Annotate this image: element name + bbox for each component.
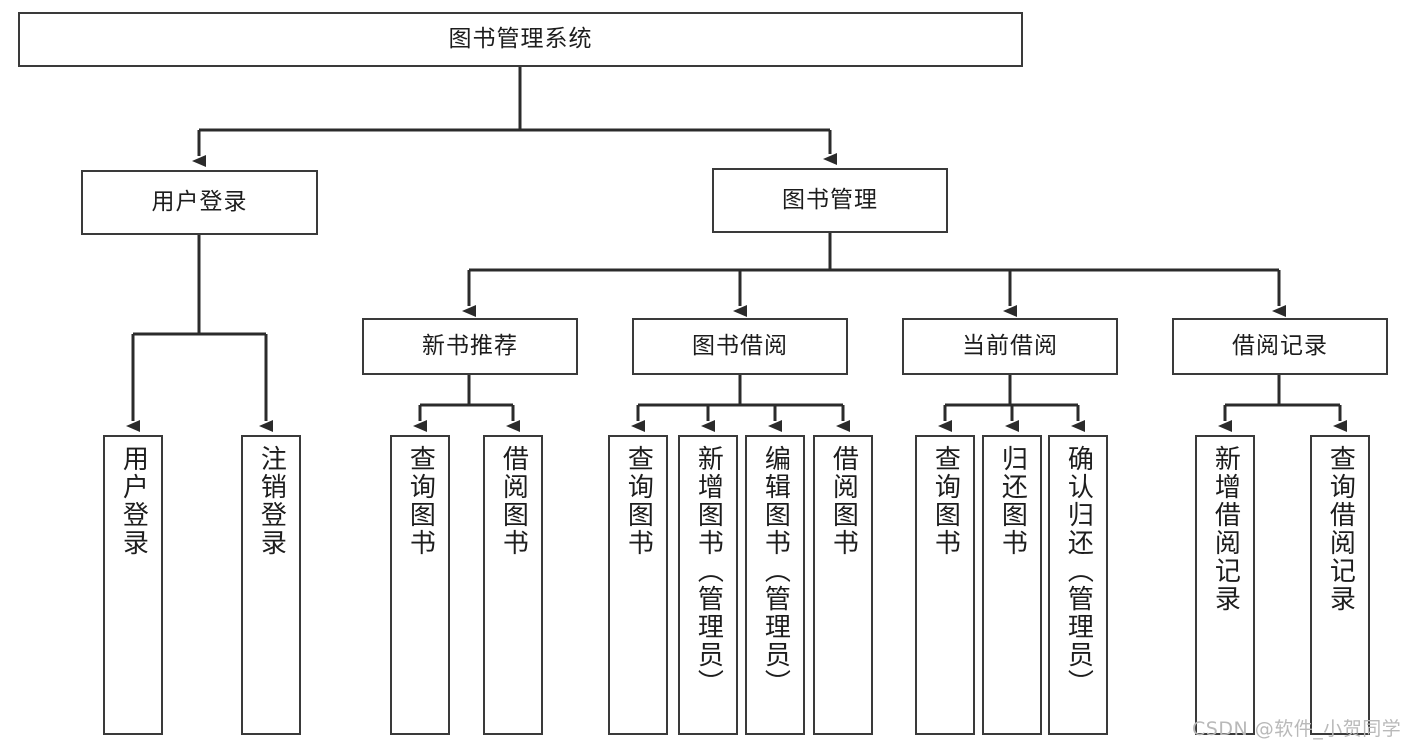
node-leaf-query-book-3-label: 查询图书 xyxy=(930,445,961,557)
node-leaf-confirm-return[interactable]: 确认归还（管理员） xyxy=(1048,435,1108,735)
node-leaf-query-book-1-label: 查询图书 xyxy=(405,445,436,557)
node-user-login-label: 用户登录 xyxy=(151,188,248,215)
node-root[interactable]: 图书管理系统 xyxy=(18,12,1023,67)
node-leaf-return-book[interactable]: 归还图书 xyxy=(982,435,1042,735)
node-root-label: 图书管理系统 xyxy=(448,25,593,52)
node-borrow-record-label: 借阅记录 xyxy=(1232,332,1328,359)
node-leaf-borrow-book-2[interactable]: 借阅图书 xyxy=(813,435,873,735)
node-leaf-confirm-return-label: 确认归还（管理员） xyxy=(1063,445,1094,697)
node-leaf-query-book-2[interactable]: 查询图书 xyxy=(608,435,668,735)
node-leaf-user-login[interactable]: 用户登录 xyxy=(103,435,163,735)
node-leaf-query-book-2-label: 查询图书 xyxy=(623,445,654,557)
node-book-manage-label: 图书管理 xyxy=(782,186,878,213)
node-book-manage[interactable]: 图书管理 xyxy=(712,168,948,233)
watermark: CSDN @软件_小贺同学 xyxy=(1192,718,1402,740)
node-leaf-user-login-label: 用户登录 xyxy=(118,445,149,557)
node-leaf-edit-book[interactable]: 编辑图书（管理员） xyxy=(745,435,805,735)
node-leaf-user-logout-label: 注销登录 xyxy=(256,445,287,557)
node-leaf-edit-book-label: 编辑图书（管理员） xyxy=(760,445,791,697)
node-leaf-query-book-1[interactable]: 查询图书 xyxy=(390,435,450,735)
node-leaf-add-record-label: 新增借阅记录 xyxy=(1210,445,1241,613)
node-book-borrow[interactable]: 图书借阅 xyxy=(632,318,848,375)
node-leaf-borrow-book-1[interactable]: 借阅图书 xyxy=(483,435,543,735)
node-new-book-recommend-label: 新书推荐 xyxy=(422,332,518,359)
node-leaf-return-book-label: 归还图书 xyxy=(997,445,1028,557)
node-leaf-add-book-label: 新增图书（管理员） xyxy=(693,445,724,697)
node-leaf-user-logout[interactable]: 注销登录 xyxy=(241,435,301,735)
node-new-book-recommend[interactable]: 新书推荐 xyxy=(362,318,578,375)
node-leaf-query-record-label: 查询借阅记录 xyxy=(1325,445,1356,613)
node-borrow-record[interactable]: 借阅记录 xyxy=(1172,318,1388,375)
node-current-borrow-label: 当前借阅 xyxy=(962,332,1058,359)
node-leaf-add-book[interactable]: 新增图书（管理员） xyxy=(678,435,738,735)
node-leaf-borrow-book-1-label: 借阅图书 xyxy=(498,445,529,557)
node-current-borrow[interactable]: 当前借阅 xyxy=(902,318,1118,375)
node-leaf-borrow-book-2-label: 借阅图书 xyxy=(828,445,859,557)
node-book-borrow-label: 图书借阅 xyxy=(692,332,788,359)
node-leaf-query-record[interactable]: 查询借阅记录 xyxy=(1310,435,1370,735)
node-user-login[interactable]: 用户登录 xyxy=(81,170,318,235)
node-leaf-add-record[interactable]: 新增借阅记录 xyxy=(1195,435,1255,735)
node-leaf-query-book-3[interactable]: 查询图书 xyxy=(915,435,975,735)
